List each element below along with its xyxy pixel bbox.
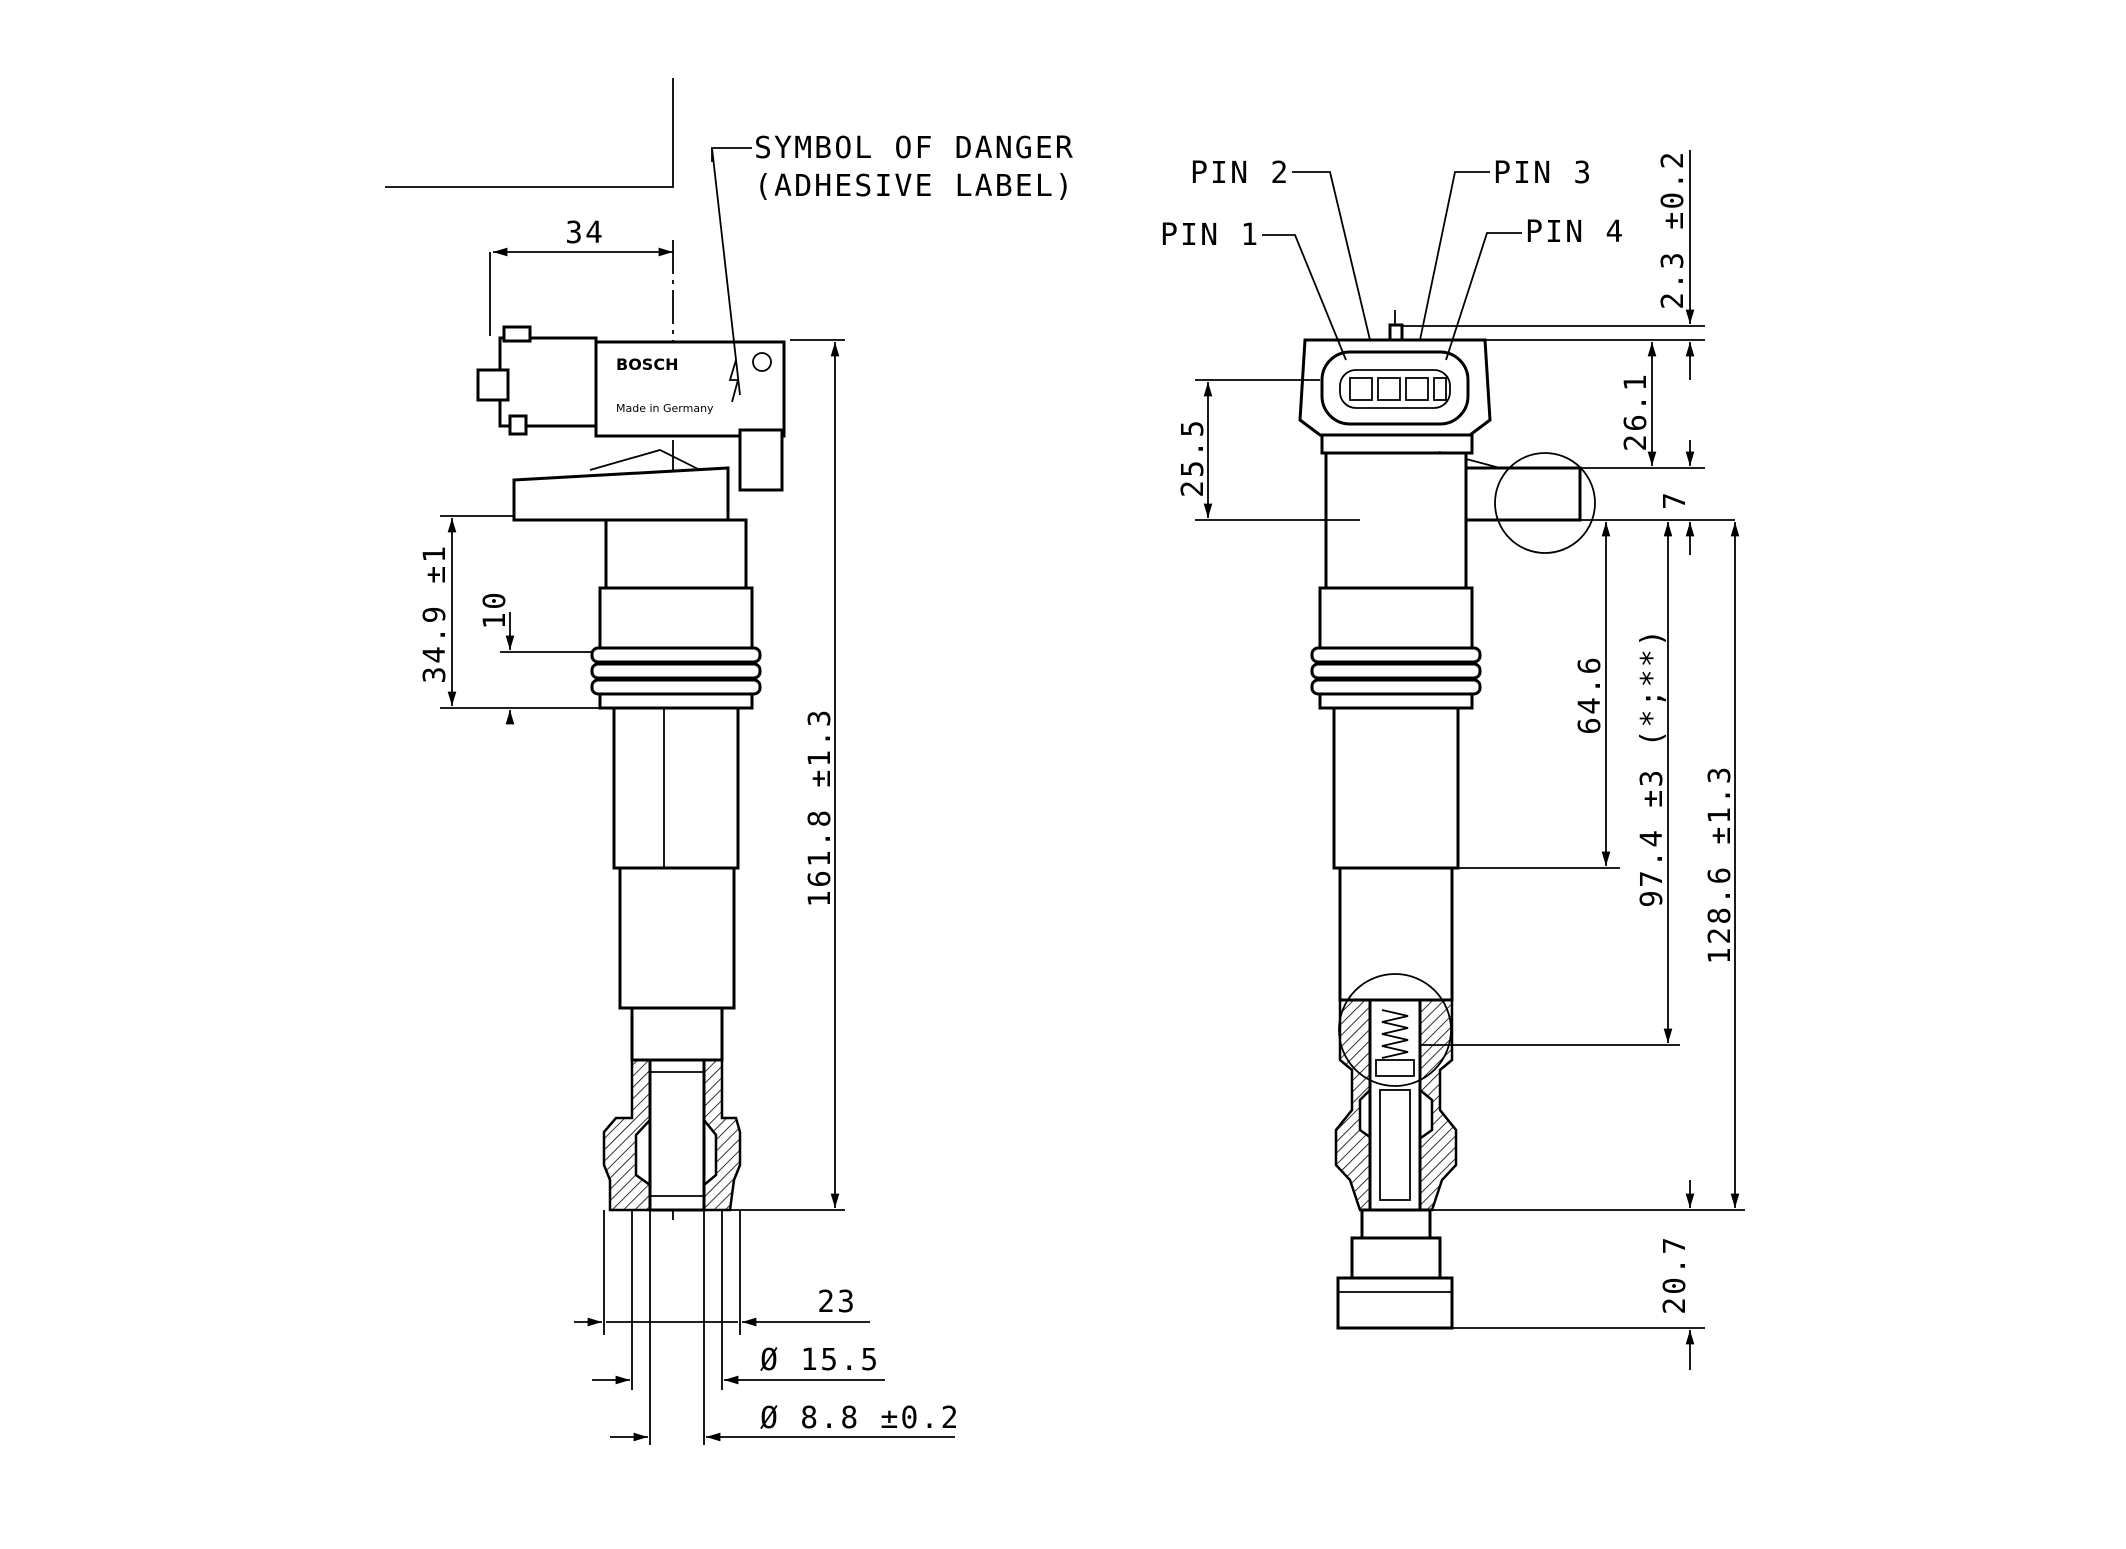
dim-128-6: 128.6 ±1.3: [1703, 764, 1738, 965]
dim-overall-length: 161.8 ±1.3: [803, 707, 838, 908]
dim-97-4: 97.4 ±3 (*;**): [1635, 627, 1670, 908]
left-lower-body: [618, 866, 736, 1010]
right-spring-section: [1334, 973, 1458, 1212]
left-grooves: [590, 646, 762, 710]
pin1-label: PIN 1: [1160, 218, 1260, 253]
brand-label: BOSCH: [616, 355, 678, 374]
pin4-label: PIN 4: [1525, 215, 1625, 250]
dim-20-7: 20.7: [1658, 1235, 1693, 1315]
right-tip: [1336, 1208, 1454, 1330]
right-grooves: [1310, 646, 1482, 710]
right-view: PIN 2 PIN 3 PIN 1 PIN 4 2.3 ±0.2 25.5 26…: [1160, 150, 1745, 1370]
dim-10: 10: [478, 590, 513, 630]
left-mid-body: [612, 706, 740, 870]
dim-23: 23: [817, 1285, 857, 1320]
danger-label-line1: SYMBOL OF DANGER: [754, 131, 1075, 166]
left-flange: [512, 466, 730, 522]
dim-dia-8-8: Ø 8.8 ±0.2: [760, 1401, 961, 1436]
dim-25-5: 25.5: [1176, 418, 1211, 498]
danger-label-line2: (ADHESIVE LABEL): [754, 169, 1075, 204]
left-upper-body: [604, 518, 748, 590]
pin3-label: PIN 3: [1493, 156, 1593, 191]
danger-bolt-icon: [728, 359, 740, 403]
left-view: BOSCH Made in Germany: [385, 78, 1075, 1445]
right-connector: [1298, 323, 1492, 455]
left-connector: BOSCH Made in Germany: [476, 325, 786, 492]
dim-34: 34: [565, 216, 605, 251]
dim-64-6: 64.6: [1573, 655, 1608, 735]
connector-symbol-icon: [752, 352, 772, 372]
spring-detail-circle: [1338, 973, 1452, 1087]
dim-34-9: 34.9 ±1: [418, 544, 453, 684]
pin2-label: PIN 2: [1190, 156, 1290, 191]
dim-26-1: 26.1: [1619, 372, 1654, 452]
made-in-label: Made in Germany: [616, 402, 714, 415]
dim-7: 7: [1658, 490, 1693, 510]
left-boot: [602, 1058, 742, 1212]
frame-corner: [385, 78, 674, 188]
dim-2-3: 2.3 ±0.2: [1656, 150, 1691, 311]
dim-dia-15-5: Ø 15.5: [760, 1343, 880, 1378]
flange-detail-circle: [1494, 452, 1596, 554]
